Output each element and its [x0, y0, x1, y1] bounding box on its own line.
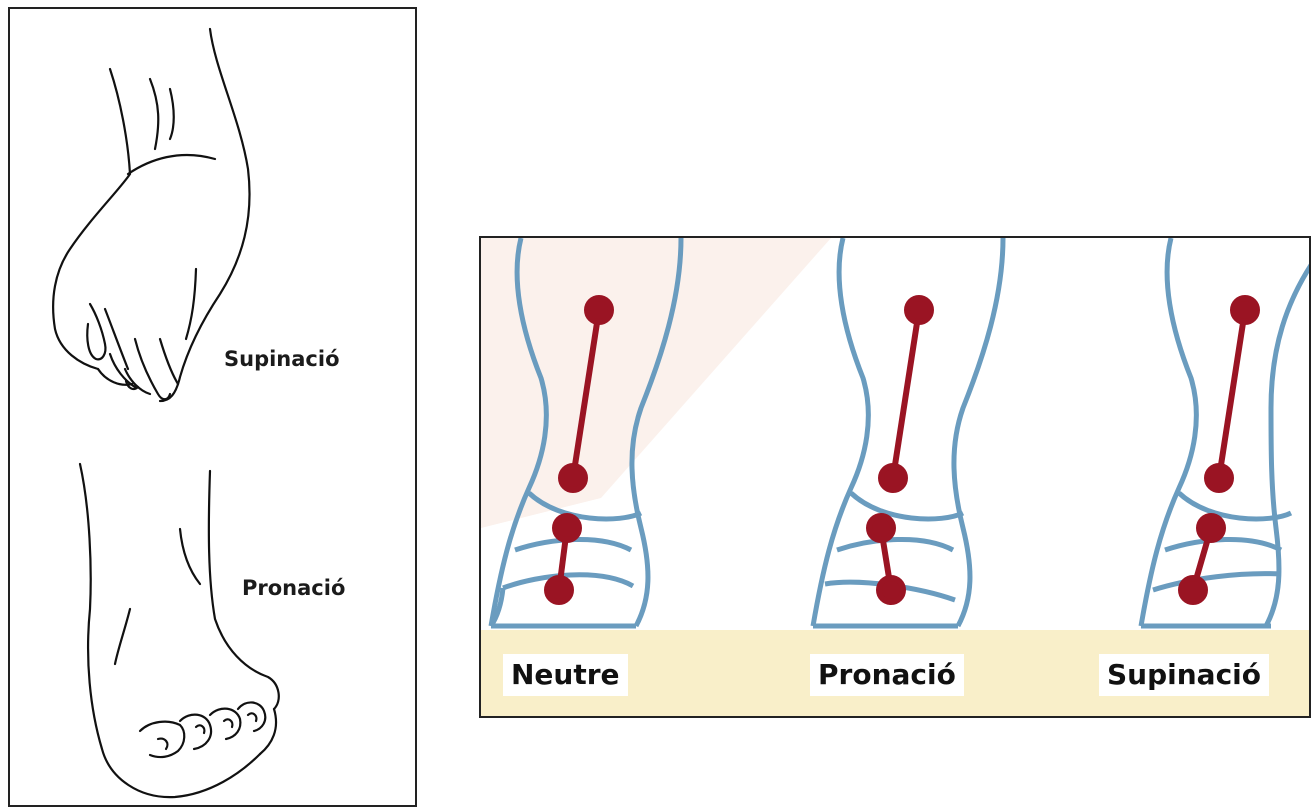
pronation-marker-top: [907, 298, 931, 322]
neutral-marker-heel-top: [555, 516, 579, 540]
label-pronation: Pronació: [242, 576, 345, 600]
pronation-foot-outline: [80, 464, 260, 797]
alignment-diagram-panel: [479, 236, 1311, 718]
pronation-foot-outline: [813, 238, 1003, 626]
supination-foot-outline: [160, 29, 250, 401]
pronation-marker-heel-bottom: [879, 578, 903, 602]
supination-marker-heel-top: [1199, 516, 1223, 540]
supination-marker-top: [1233, 298, 1257, 322]
background-shading: [481, 238, 831, 528]
left-illustration-panel: Supinació Pronació: [8, 7, 417, 807]
supination-marker-heel-bottom: [1181, 578, 1205, 602]
caption-supination: Supinació: [1099, 654, 1269, 696]
neutral-marker-mid: [561, 466, 585, 490]
caption-pronation: Pronació: [810, 654, 964, 696]
feet-line-drawing: [10, 9, 415, 805]
caption-neutral: Neutre: [503, 654, 628, 696]
neutral-marker-heel-bottom: [547, 578, 571, 602]
alignment-diagram: [481, 238, 1309, 716]
pronation-marker-heel-top: [869, 516, 893, 540]
label-supination: Supinació: [224, 347, 340, 371]
neutral-marker-top: [587, 298, 611, 322]
pronation-marker-mid: [881, 466, 905, 490]
supination-marker-mid: [1207, 466, 1231, 490]
